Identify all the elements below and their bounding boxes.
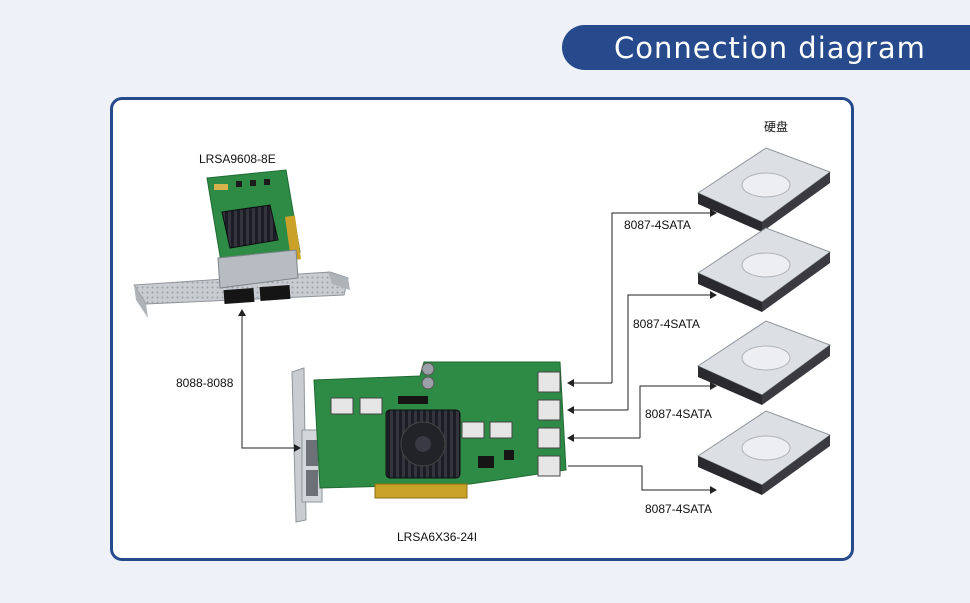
connection-lines [238,209,717,494]
cable-label-8088: 8088-8088 [176,376,234,390]
hdd-4 [696,410,832,495]
cable-disk4-line [568,465,717,494]
bottom-card-internal-ports [330,371,561,477]
top-card-label: LRSA9608-8E [199,152,276,166]
bottom-raid-card [291,361,567,523]
cable-label-disk4: 8087-4SATA [645,502,712,516]
top-card-ports [217,249,299,305]
title-banner: Connection diagram [562,25,970,70]
cable-label-disk2: 8087-4SATA [633,317,700,331]
hdd-1 [696,147,832,232]
cable-8088-line [241,312,301,452]
top-card-bracket [133,271,350,318]
bottom-card-capacitors [421,362,435,390]
cable-disk3-line [639,382,717,438]
disk-group-label: 硬盘 [764,120,789,134]
bottom-card-label: LRSA6X36-24I [397,530,478,544]
page-title: Connection diagram [614,31,926,65]
top-card-heatsink [221,204,279,249]
cable-disk1-line [611,209,717,383]
cable-label-disk3: 8087-4SATA [645,407,712,421]
hdd-2 [696,227,832,312]
cable-label-disk1: 8087-4SATA [624,218,691,232]
cable-disk2-line [627,291,717,410]
top-raid-card [133,169,350,318]
bottom-card-chips [398,396,514,468]
hdd-3 [696,320,832,405]
bottom-card-heatsink-fan [385,409,461,479]
